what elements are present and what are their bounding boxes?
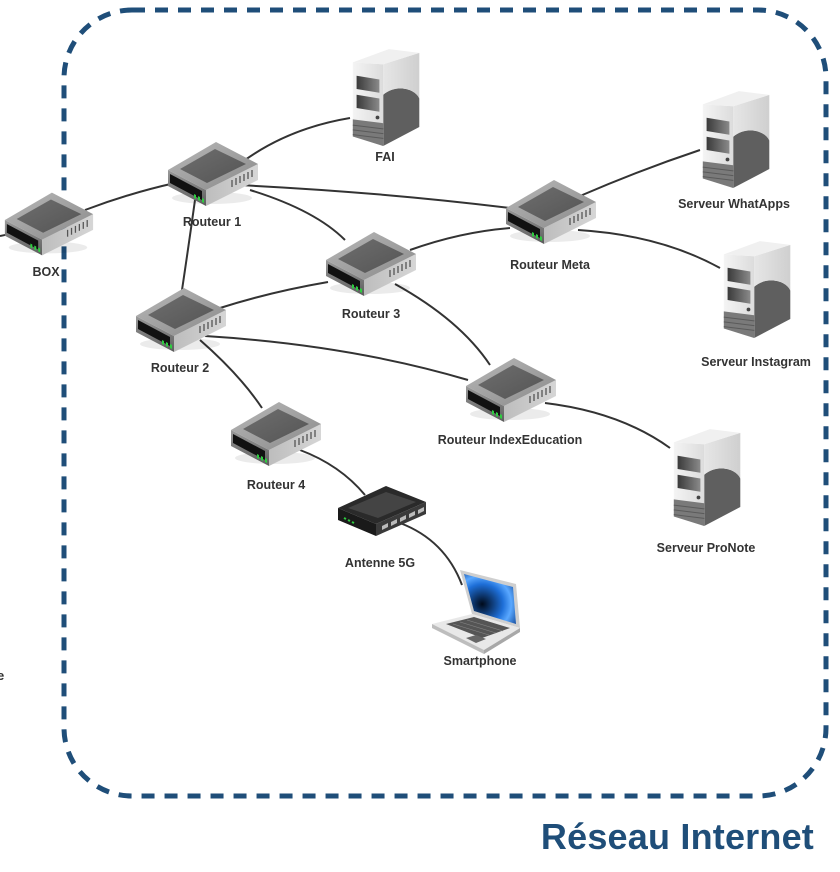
node-serveur-instagram[interactable] xyxy=(723,240,791,339)
router-icon xyxy=(135,287,227,353)
edge-box-routeur1 xyxy=(84,182,176,211)
label-box: BOX xyxy=(32,265,60,279)
node-routeur4[interactable] xyxy=(230,401,322,467)
node-fai[interactable] xyxy=(352,48,420,147)
router-icon xyxy=(465,357,557,423)
node-serveur-whatapps[interactable] xyxy=(702,90,770,189)
node-routeur2[interactable] xyxy=(135,287,227,353)
label-antenne5g: Antenne 5G xyxy=(345,556,415,570)
node-routeur-meta[interactable] xyxy=(505,179,597,245)
edge-routeur1-routeur2 xyxy=(181,199,196,291)
edge-routeur1-fai xyxy=(244,117,351,161)
edge-routeur3-routeur-index xyxy=(394,283,491,366)
label-fai: FAI xyxy=(375,150,394,164)
edge-routeur2-routeur4 xyxy=(199,339,263,409)
edge-routeur1-routeur3 xyxy=(249,189,346,241)
server-icon xyxy=(702,90,770,189)
label-routeur1: Routeur 1 xyxy=(183,215,241,229)
edge-routeur2-routeur3 xyxy=(219,281,329,309)
laptop-icon xyxy=(431,569,521,655)
label-serveur-whatapps: Serveur WhatApps xyxy=(678,197,790,211)
edge-routeur-meta-instagram xyxy=(577,229,721,269)
edge-routeur-meta-whatapps xyxy=(579,149,701,197)
server-icon xyxy=(673,428,741,527)
label-routeur-index: Routeur IndexEducation xyxy=(438,433,582,447)
label-routeur3: Routeur 3 xyxy=(342,307,400,321)
edge-routeur4-antenne5g xyxy=(299,449,366,496)
node-routeur3[interactable] xyxy=(325,231,417,297)
server-icon xyxy=(352,48,420,147)
label-routeur4: Routeur 4 xyxy=(247,478,305,492)
edge-routeur2-routeur-index xyxy=(204,335,469,381)
node-box[interactable] xyxy=(4,191,94,256)
label-serveur-instagram: Serveur Instagram xyxy=(701,355,811,369)
label-routeur2: Routeur 2 xyxy=(151,361,209,375)
router-icon xyxy=(4,191,94,256)
server-icon xyxy=(723,240,791,339)
zone-title: Réseau Internet xyxy=(540,816,814,857)
node-routeur1[interactable] xyxy=(167,141,259,207)
router-icon xyxy=(230,401,322,467)
node-routeur-index[interactable] xyxy=(465,357,557,423)
router-icon xyxy=(167,141,259,207)
edge-routeur3-routeur-meta xyxy=(409,227,511,251)
label-routeur-meta: Routeur Meta xyxy=(510,258,591,272)
clipped-text-fragment: e xyxy=(0,668,5,683)
node-serveur-pronote[interactable] xyxy=(673,428,741,527)
label-serveur-pronote: Serveur ProNote xyxy=(657,541,756,555)
internet-zone-border xyxy=(61,7,829,799)
router-icon xyxy=(505,179,597,245)
edge-routeur1-routeur-meta xyxy=(237,184,511,209)
label-smartphone: Smartphone xyxy=(444,654,517,668)
edge-routeur-index-pronote xyxy=(544,402,671,449)
router-icon xyxy=(325,231,417,297)
node-smartphone[interactable] xyxy=(431,569,521,655)
edge-antenne5g-smartphone xyxy=(399,522,463,586)
